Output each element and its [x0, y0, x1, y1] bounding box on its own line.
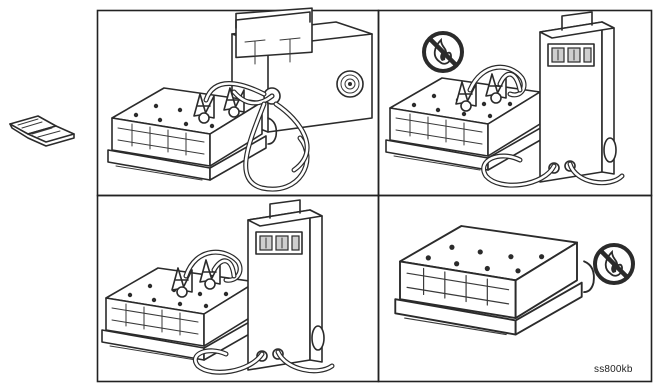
- no-flame-prohibition-icon: [595, 245, 633, 283]
- reference-code: ss800kb: [594, 364, 633, 375]
- battery: [395, 226, 594, 335]
- charger-cabinet: [540, 12, 616, 182]
- panel-top-left: [108, 8, 372, 189]
- panel-top-right: [386, 12, 622, 185]
- no-flame-prohibition-icon: [424, 33, 462, 71]
- panel-bottom-left: [102, 200, 332, 372]
- open-book-icon: [10, 116, 74, 146]
- panel-bottom-right: [395, 226, 633, 335]
- charger-cabinet: [248, 200, 324, 370]
